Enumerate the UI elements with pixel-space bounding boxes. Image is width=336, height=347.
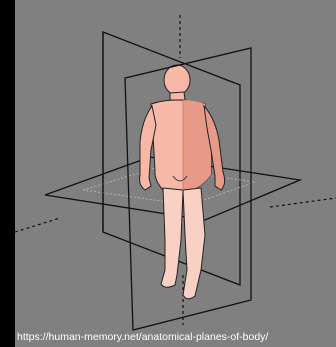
anatomical-planes-diagram (15, 0, 336, 347)
horizontal-axis-left (15, 218, 60, 232)
human-figure-icon (140, 65, 225, 299)
horizontal-axis-right (270, 198, 336, 207)
source-url-caption: https://human-memory.net/anatomical-plan… (17, 331, 268, 343)
diagram-panel: https://human-memory.net/anatomical-plan… (15, 0, 336, 347)
